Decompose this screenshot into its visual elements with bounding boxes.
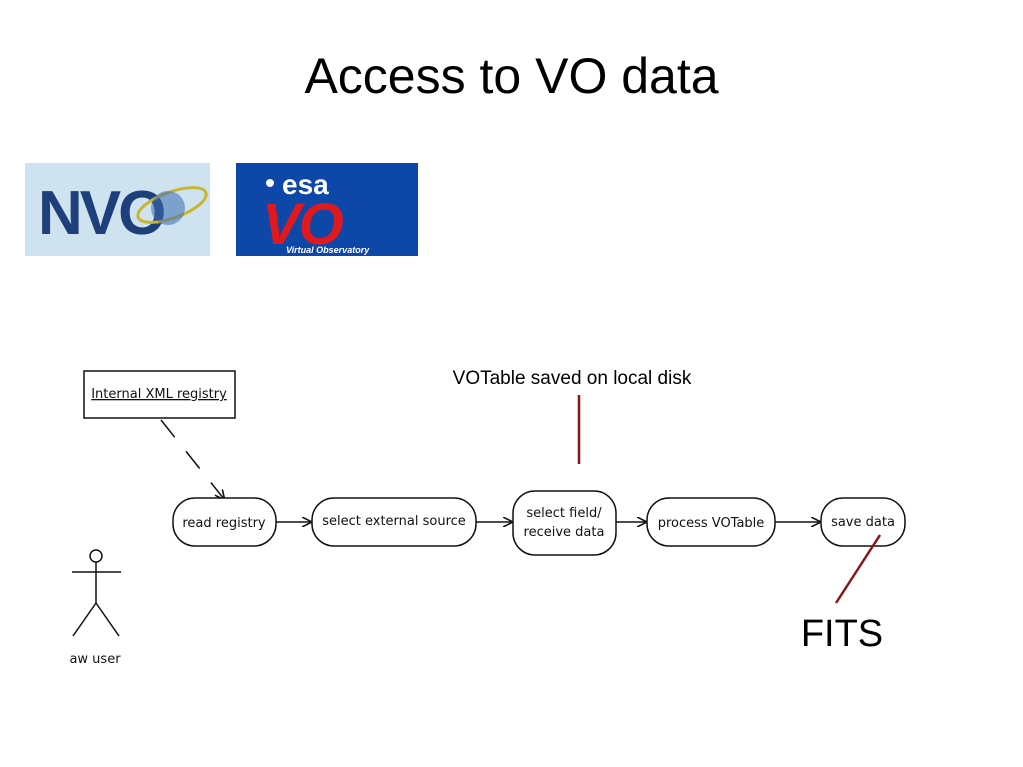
node-read-registry: read registry: [172, 497, 277, 547]
esa-vo-logo: esa VO Virtual Observatory: [236, 163, 418, 257]
node-save-data: save data: [820, 497, 906, 547]
fits-note-line: [834, 534, 882, 604]
node-select-external-source: select external source: [311, 497, 477, 547]
fits-note: FITS: [801, 613, 883, 655]
actor-user-icon: [72, 549, 121, 637]
registry-box-label: Internal XML registry: [91, 387, 227, 402]
node-process-votable: process VOTable: [646, 497, 776, 547]
node-select-field-label-2: receive data: [524, 525, 605, 540]
registry-dependency-arrow: [160, 419, 224, 499]
node-select-field-label-1: select field/: [526, 506, 602, 521]
actor-label: aw user: [69, 652, 121, 667]
nvo-logo-text: NVO: [38, 179, 164, 248]
nvo-logo: NVO: [25, 163, 210, 256]
registry-box: Internal XML registry: [83, 370, 236, 419]
esa-logo-text: esa: [282, 169, 329, 200]
votable-note: VOTable saved on local disk: [453, 368, 692, 389]
virtual-observatory-logo-text: Virtual Observatory: [286, 245, 370, 255]
slide-title: Access to VO data: [304, 48, 719, 104]
vo-logo-text: VO: [262, 192, 344, 257]
node-save-data-label: save data: [831, 515, 895, 530]
node-process-votable-label: process VOTable: [658, 516, 765, 531]
node-select-external-source-label: select external source: [322, 514, 466, 529]
node-select-field: select field/ receive data: [512, 490, 617, 556]
node-read-registry-label: read registry: [182, 516, 266, 531]
